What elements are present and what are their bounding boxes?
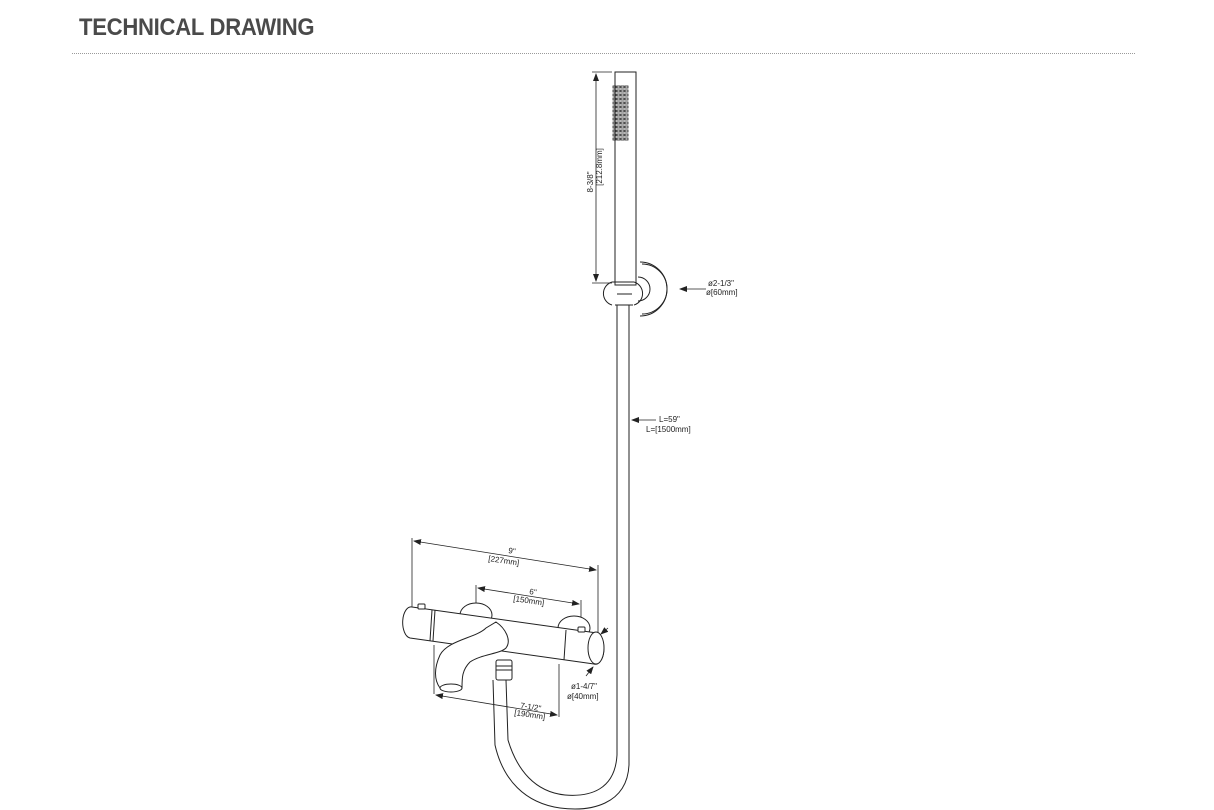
hand-shower-length-mm: [212.8mm] <box>595 148 604 186</box>
bath-mixer <box>402 602 605 693</box>
holder-diameter-in: ø2-1/3" <box>708 279 734 288</box>
hose-length-mm: L=[1500mm] <box>646 425 691 434</box>
body-diameter-in: ø1-4/7" <box>571 682 597 691</box>
spout-projection-in: 7-1/2" <box>520 701 542 713</box>
shower-holder <box>603 261 668 317</box>
title-divider <box>72 53 1135 54</box>
holder-diameter-mm: ø[60mm] <box>706 288 738 297</box>
hand-shower-length-in: 8-3/8" <box>586 171 595 192</box>
centers-in: 6" <box>529 587 538 597</box>
hose-length-in: L=59" <box>659 415 680 424</box>
mixer-width-in: 9" <box>508 546 517 556</box>
nozzle-grid-icon <box>612 85 629 141</box>
body-diameter-mm: ø[40mm] <box>567 692 599 701</box>
page-title: TECHNICAL DRAWING <box>79 14 315 41</box>
mixer-width-mm: [227mm] <box>488 554 520 568</box>
centers-mm: [150mm] <box>513 594 545 608</box>
spout-projection-mm: [190mm] <box>514 708 546 722</box>
hand-shower <box>612 71 637 286</box>
shower-hose <box>492 305 630 810</box>
